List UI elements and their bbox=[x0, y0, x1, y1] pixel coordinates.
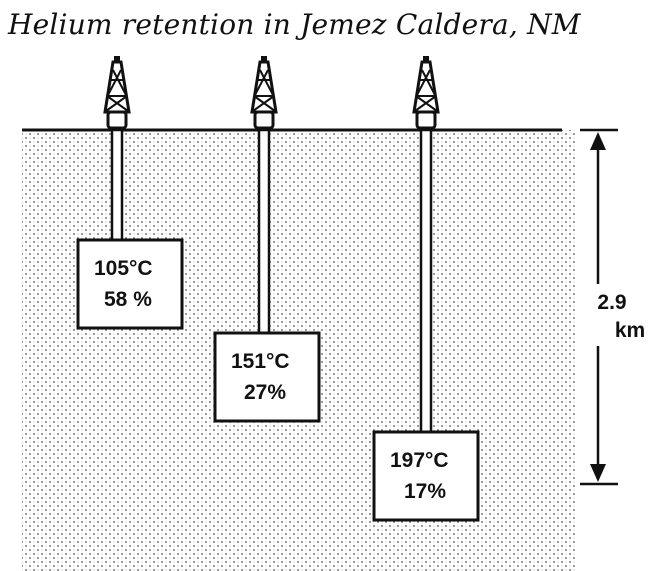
well-label-box bbox=[76, 238, 184, 330]
well-retention: 17% bbox=[404, 480, 446, 503]
well-bore bbox=[257, 128, 271, 335]
diagram-title: Helium retention in Jemez Caldera, NM bbox=[8, 8, 581, 41]
well-label-box bbox=[372, 430, 480, 522]
well-label-box bbox=[213, 331, 321, 423]
well-temperature: 197°C bbox=[390, 449, 449, 472]
well-retention: 58 % bbox=[104, 288, 152, 311]
well-2: 151°C 27% bbox=[213, 56, 321, 423]
well-1: 105°C 58 % bbox=[76, 56, 184, 330]
well-bore bbox=[110, 128, 124, 242]
well-3: 197°C 17% bbox=[372, 56, 480, 522]
arrow-up-icon bbox=[590, 132, 606, 150]
derrick-icon bbox=[250, 56, 278, 130]
well-temperature: 105°C bbox=[94, 257, 153, 280]
derrick-icon bbox=[103, 56, 131, 130]
depth-unit: km bbox=[615, 319, 645, 342]
derrick-icon bbox=[412, 56, 440, 130]
arrow-down-icon bbox=[590, 464, 606, 482]
depth-value: 2.9 bbox=[597, 291, 626, 314]
well-bore bbox=[419, 128, 433, 434]
depth-scale: 2.9 km bbox=[580, 128, 645, 486]
well-retention: 27% bbox=[244, 381, 286, 404]
well-temperature: 151°C bbox=[231, 350, 290, 373]
